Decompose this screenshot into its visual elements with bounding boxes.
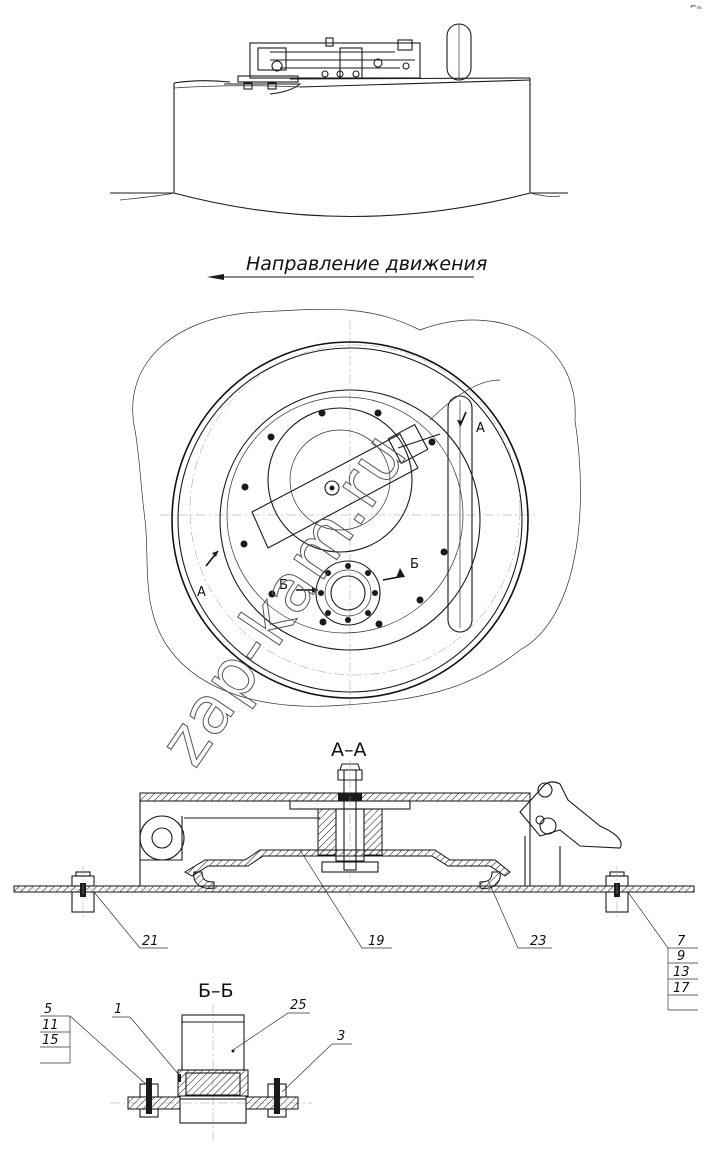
callout-3: 3 [337, 1029, 345, 1044]
direction-label: Направление движения [246, 253, 487, 275]
section-bb: 5 11 15 1 25 3 [40, 998, 352, 1142]
watermark: zap-kam.ru [144, 419, 422, 779]
section-mark-a-left: А [197, 585, 206, 600]
callout-19: 19 [368, 934, 385, 949]
direction-indicator: Направление движения [207, 253, 487, 280]
section-mark-b-left: Б [279, 578, 288, 593]
callout-5: 5 [44, 1002, 52, 1017]
corner-mark: ⌐ₘ [690, 2, 702, 11]
section-aa: 21 19 23 7 9 13 17 [13, 760, 698, 1011]
arrow-left-icon [207, 274, 224, 280]
callout-7: 7 [677, 934, 686, 949]
callout-1: 1 [114, 1002, 122, 1017]
callout-21: 21 [142, 934, 159, 949]
callout-25: 25 [290, 998, 307, 1013]
callout-17: 17 [673, 981, 690, 996]
section-bb-title: Б–Б [198, 980, 234, 1002]
section-aa-title: А–А [331, 739, 367, 761]
bolt-circle [240, 409, 448, 628]
section-mark-b-right: Б [410, 557, 419, 572]
section-mark-a-right: А [476, 421, 485, 436]
plan-view: А А Б Б [132, 309, 581, 710]
callout-23: 23 [530, 934, 547, 949]
callout-13: 13 [673, 965, 690, 980]
callout-9: 9 [677, 949, 685, 964]
callout-11: 11 [42, 1018, 59, 1033]
callout-15: 15 [42, 1033, 59, 1048]
side-view [110, 23, 568, 218]
